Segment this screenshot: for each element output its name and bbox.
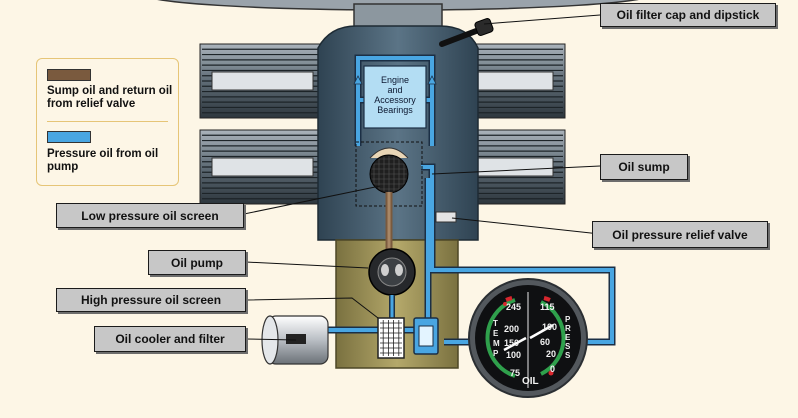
engine-bearings-box: [363, 65, 427, 129]
gauge-press-tick: 0: [550, 364, 555, 374]
oil-pump-gear-a: [381, 264, 389, 276]
gauge-oil-label: OIL: [522, 376, 539, 387]
callout-high-pressure-screen: High pressure oil screen: [56, 288, 246, 312]
callout-oil-filter-cap: Oil filter cap and dipstick: [600, 3, 776, 27]
gauge-temp-letter: M: [493, 339, 500, 348]
cylinder-head: [211, 157, 314, 177]
gauge-temp-tick: 200: [504, 324, 519, 334]
relief-valve-spring: [418, 325, 434, 347]
gauge-press-tick: 60: [540, 337, 550, 347]
callout-oil-pump: Oil pump: [148, 250, 246, 275]
oil-gauge: [468, 278, 588, 398]
gauge-press-letter: S: [565, 351, 571, 360]
gauge-press-letter: P: [565, 315, 571, 324]
gauge-press-letter: S: [565, 342, 571, 351]
relief-valve-plug: [435, 211, 457, 223]
engine-label-line3: Accessory: [374, 95, 416, 105]
gauge-temp-tick: 150: [504, 338, 519, 348]
legend-divider: [47, 121, 168, 122]
engine-bearings-label: Engine and Accessory Bearings: [364, 75, 426, 115]
gauge-press-tick: 100: [542, 322, 557, 332]
leader-lines: [243, 14, 601, 341]
engine-label-line2: and: [387, 85, 403, 95]
gauge-temp-tick: 245: [506, 302, 521, 312]
pressure-oil-swatch: [47, 131, 91, 143]
scavenge-scoop: [369, 147, 409, 159]
callout-relief-valve: Oil pressure relief valve: [592, 221, 768, 248]
oil-cooler: [261, 315, 329, 365]
gauge-press-tick: 115: [540, 302, 555, 312]
callout-oil-sump: Oil sump: [600, 154, 688, 180]
gauge-press-letter: E: [565, 333, 571, 342]
engine-label-line1: Engine: [380, 75, 410, 85]
dipstick: [439, 18, 494, 47]
gauge-temp-letter: E: [493, 329, 499, 338]
oil-pump-gear-b: [395, 264, 403, 276]
gauge-temp-tick: 75: [510, 368, 520, 378]
cylinder-fins-left: [199, 43, 326, 205]
callout-low-pressure-screen: Low pressure oil screen: [56, 203, 244, 228]
callout-oil-cooler: Oil cooler and filter: [94, 326, 246, 352]
gauge-press-letter: R: [565, 324, 571, 333]
legend-sump-label: Sump oil and return oil from relief valv…: [47, 85, 173, 110]
sump-oil-swatch: [47, 69, 91, 81]
legend-pressure-label: Pressure oil from oil pump: [47, 148, 159, 173]
engine-label-line4: Bearings: [377, 105, 413, 115]
legend: Sump oil and return oil from relief valv…: [36, 58, 179, 186]
gauge-temp-letter: T: [493, 319, 498, 328]
gauge-press-tick: 20: [546, 349, 556, 359]
cylinder-head: [211, 71, 314, 91]
gauge-temp-letter: P: [493, 349, 499, 358]
gauge-temp-tick: 100: [506, 350, 521, 360]
